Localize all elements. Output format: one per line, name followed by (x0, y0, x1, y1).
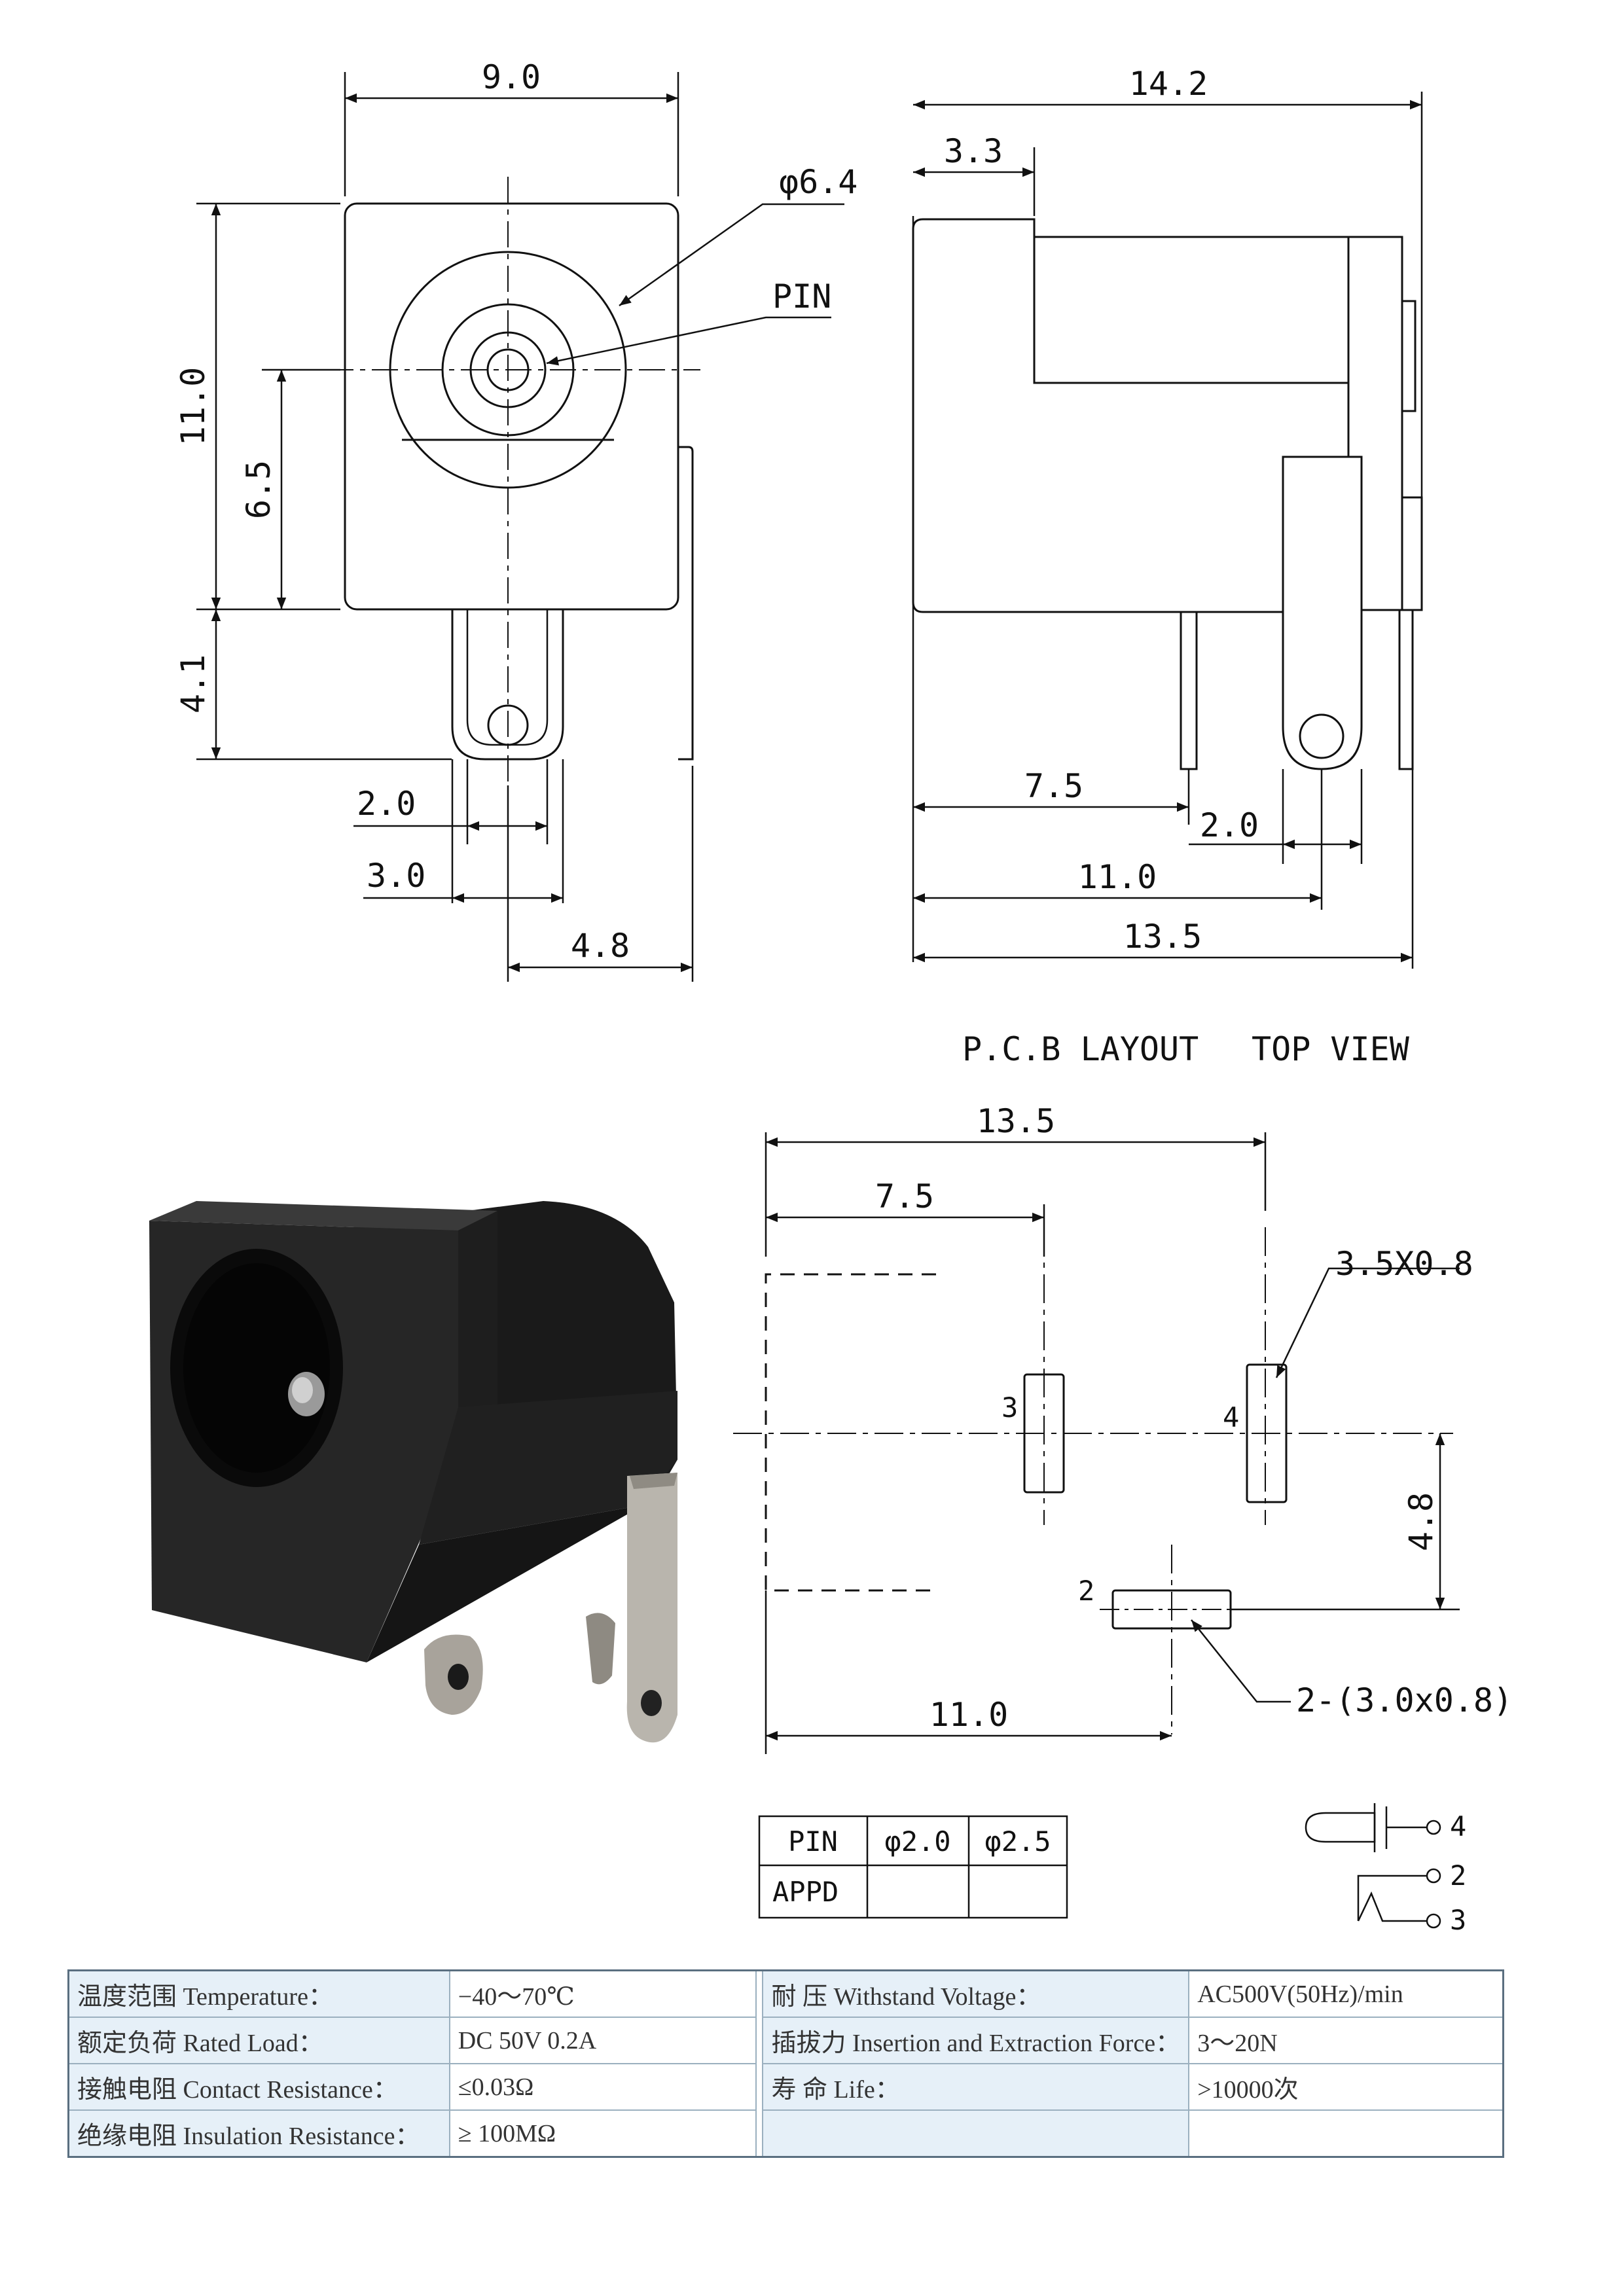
side-pin-b (1398, 609, 1414, 770)
dim-pin-w1: 2.0 (357, 785, 416, 823)
spec-label: 温度范围 Temperature： (67, 1969, 450, 2018)
pcb-labels: 13.5 7.5 3.5X0.8 4.8 11.0 2-(3.0x0.8) 3 … (875, 1102, 1513, 1734)
pad-4-label: 4 (1223, 1401, 1239, 1433)
pad-3 (1023, 1373, 1065, 1494)
pcb-layout (733, 1227, 1453, 1734)
pin-table-text: PIN φ2.0 φ2.5 APPD (772, 1825, 1051, 1908)
pin-table-row-label: APPD (772, 1876, 839, 1908)
dim-pin-w2: 3.0 (367, 857, 425, 895)
side-pin-hole (1299, 713, 1344, 759)
spec-value: 3～20N (1188, 2017, 1504, 2064)
pcb-dims (765, 1132, 1460, 1754)
dim-side-20: 2.0 (1200, 806, 1259, 844)
front-side-pin (678, 446, 694, 761)
spec-value: ≥ 100MΩ (448, 2109, 757, 2158)
spec-label: 耐 压 Withstand Voltage： (762, 1969, 1190, 2018)
pcb-dim-75: 7.5 (875, 1177, 934, 1215)
top-view-title: TOP VIEW (1252, 1030, 1410, 1068)
spec-label: 接触电阻 Contact Resistance： (67, 2063, 450, 2111)
spec-value: >10000次 (1188, 2063, 1504, 2111)
dim-front-depth: 3.3 (944, 132, 1003, 170)
pad-2-label: 2 (1078, 1575, 1094, 1607)
schematic-labels: 4 2 3 (1450, 1810, 1466, 1936)
spec-value: ≤0.03Ω (448, 2063, 757, 2111)
spec-value: −40～70℃ (448, 1969, 757, 2018)
pin-label: PIN (772, 278, 831, 315)
spec-value: DC 50V 0.2A (448, 2017, 757, 2064)
front-view (327, 177, 700, 785)
schematic-pin-2: 2 (1450, 1859, 1466, 1892)
spec-value (1188, 2109, 1504, 2158)
pad-4 (1246, 1363, 1288, 1503)
pin-table-header-20: φ2.0 (884, 1825, 950, 1857)
pcb-layout-title: P.C.B LAYOUT (962, 1030, 1199, 1068)
spec-row: 接触电阻 Contact Resistance： ≤0.03Ω 寿 命 Life… (67, 2063, 1504, 2111)
dim-center-height: 6.5 (240, 460, 278, 519)
spec-label: 额定负荷 Rated Load： (67, 2017, 450, 2064)
front-dims (196, 72, 844, 982)
side-rear-pin (1282, 456, 1363, 770)
dim-height: 11.0 (174, 367, 212, 446)
side-dims (912, 92, 1423, 969)
pcb-outline (765, 1273, 936, 1592)
spec-table: 温度范围 Temperature： −40～70℃ 耐 压 Withstand … (67, 1969, 1504, 2158)
pin-table-header-25: φ2.5 (984, 1825, 1051, 1857)
schematic-pin-4: 4 (1450, 1810, 1466, 1842)
spec-label: 寿 命 Life： (762, 2063, 1190, 2111)
dim-pin-length: 4.1 (174, 655, 212, 713)
spec-label: 绝缘电阻 Insulation Resistance： (67, 2109, 450, 2158)
pin-table (758, 1815, 1068, 1919)
dim-diameter: φ6.4 (779, 163, 857, 201)
dim-side-110: 11.0 (1078, 858, 1157, 896)
side-dim-labels: 14.2 3.3 7.5 2.0 11.0 13.5 (944, 65, 1259, 956)
spec-row: 额定负荷 Rated Load： DC 50V 0.2A 插拔力 Inserti… (67, 2017, 1504, 2064)
front-dim-labels: 9.0 11.0 6.5 4.1 φ6.4 PIN 2.0 3.0 4.8 (174, 58, 857, 965)
spec-row: 温度范围 Temperature： −40～70℃ 耐 压 Withstand … (67, 1969, 1504, 2018)
dim-offset: 4.8 (571, 927, 630, 965)
spec-label: 插拔力 Insertion and Extraction Force： (762, 2017, 1190, 2064)
spec-row: 绝缘电阻 Insulation Resistance： ≥ 100MΩ (67, 2109, 1504, 2158)
dim-side-75: 7.5 (1024, 767, 1083, 805)
schematic-pin-3: 3 (1450, 1904, 1466, 1936)
pcb-dim-48: 4.8 (1402, 1492, 1440, 1551)
product-render-image (149, 1201, 677, 1743)
pin-table-header-pin: PIN (788, 1825, 838, 1857)
spec-value: AC500V(50Hz)/min (1188, 1969, 1504, 2018)
side-view (912, 218, 1423, 770)
side-pin-a (1180, 611, 1198, 770)
pcb-dim-110: 11.0 (929, 1696, 1008, 1734)
dim-width: 9.0 (482, 58, 541, 96)
spec-label (762, 2109, 1190, 2158)
pcb-slot2-label: 2-(3.0x0.8) (1296, 1681, 1513, 1719)
pcb-dim-135: 13.5 (977, 1102, 1055, 1140)
pcb-slot-label: 3.5X0.8 (1335, 1245, 1473, 1283)
schematic-symbol (1305, 1803, 1441, 1929)
pad-3-label: 3 (1001, 1391, 1018, 1424)
dim-total-length: 14.2 (1129, 65, 1208, 103)
dim-side-135: 13.5 (1123, 918, 1202, 956)
